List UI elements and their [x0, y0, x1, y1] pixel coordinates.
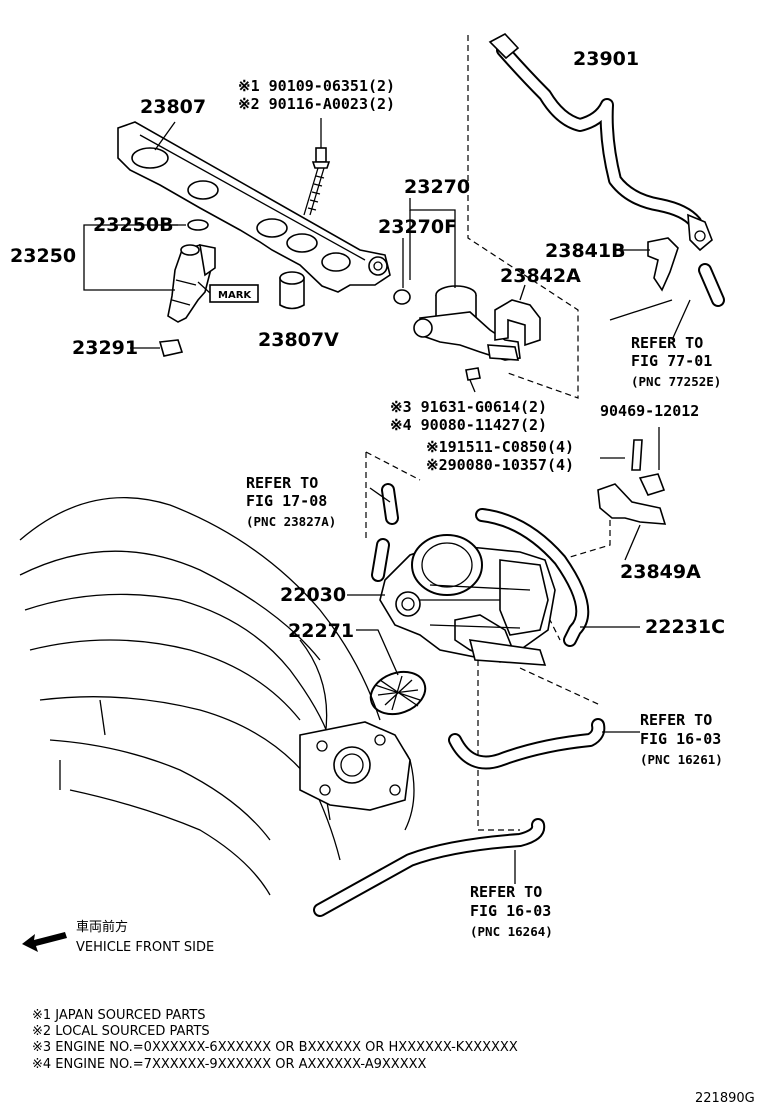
- lower-hoses: [313, 483, 606, 917]
- label-23270f: 23270F: [378, 216, 457, 238]
- ref-fig16a-line3: (PNC 16261): [640, 752, 723, 767]
- intake-manifold: [19, 497, 415, 896]
- hose-22231c: [475, 508, 590, 647]
- note-throttle-1: ※191511-C0850(4): [426, 438, 574, 456]
- ref-fig17-line1: REFER TO: [246, 474, 318, 492]
- footnote-legend: ※1 JAPAN SOURCED PARTS ※2 LOCAL SOURCED …: [32, 1008, 518, 1072]
- throttle-body-22030: [371, 534, 556, 666]
- note-23807-1: ※1 90109-06351(2): [238, 77, 395, 95]
- label-23291: 23291: [72, 337, 138, 359]
- label-23849a: 23849A: [620, 561, 701, 583]
- fuel-rail-23807: [117, 121, 391, 293]
- clamp-23842a: [494, 299, 541, 347]
- label-23250b: 23250B: [93, 214, 174, 236]
- ref-fig16b-line1: REFER TO: [470, 883, 542, 901]
- legend-line-1: ※1 JAPAN SOURCED PARTS: [32, 1008, 206, 1023]
- label-23270: 23270: [404, 176, 470, 198]
- pressure-regulator-23270: [413, 285, 521, 361]
- injector-23250: MARK: [167, 243, 259, 323]
- mark-label: MARK: [218, 290, 252, 301]
- label-22271: 22271: [288, 620, 354, 642]
- fuel-hose-23901: [488, 33, 725, 307]
- label-23901: 23901: [573, 48, 639, 70]
- ref-fig16a-line2: FIG 16-03: [640, 730, 721, 748]
- legend-line-3: ※3 ENGINE NO.=0XXXXXX-6XXXXXX OR BXXXXXX…: [32, 1040, 518, 1055]
- leader-lines: [83, 121, 691, 884]
- legend-line-2: ※2 LOCAL SOURCED PARTS: [32, 1024, 210, 1039]
- vehicle-front-indicator: 車両前方 VEHICLE FRONT SIDE: [22, 919, 214, 955]
- bracket-23849a: [597, 439, 667, 525]
- part-labels: 23901 23807 ※1 90109-06351(2) ※2 90116-A…: [10, 48, 725, 642]
- label-23250: 23250: [10, 245, 76, 267]
- insulator-23291: [158, 339, 184, 357]
- front-label-en: VEHICLE FRONT SIDE: [76, 940, 214, 955]
- label-22231c: 22231C: [645, 616, 725, 638]
- diagram-code: 221890G: [695, 1091, 755, 1106]
- dashed-boundaries: [365, 35, 611, 831]
- reference-labels: REFER TO FIG 77-01 (PNC 77252E) REFER TO…: [246, 334, 723, 939]
- ref-fig17-line3: (PNC 23827A): [246, 514, 336, 529]
- front-label-jp: 車両前方: [76, 919, 128, 935]
- o-ring-23270f: [393, 289, 411, 305]
- rail-bolt: [303, 118, 331, 216]
- ref-fig16a-line1: REFER TO: [640, 711, 712, 729]
- note-throttle-2: ※290080-10357(4): [426, 456, 574, 474]
- spacer-23807v: [279, 271, 305, 310]
- front-arrow-icon: [22, 932, 67, 952]
- ref-fig77-line2: FIG 77-01: [631, 352, 712, 370]
- ref-fig16b-line3: (PNC 16264): [470, 924, 553, 939]
- note-bolt-4: ※4 90080-11427(2): [390, 416, 547, 434]
- legend-line-4: ※4 ENGINE NO.=7XXXXXX-9XXXXXX OR AXXXXXX…: [32, 1057, 427, 1072]
- label-22030: 22030: [280, 584, 346, 606]
- o-ring-23250b: [187, 219, 209, 231]
- note-bolt-3: ※3 91631-G0614(2): [390, 398, 547, 416]
- label-90469: 90469-12012: [600, 402, 699, 420]
- note-23807-2: ※2 90116-A0023(2): [238, 95, 395, 113]
- regulator-bolt: [465, 367, 481, 393]
- ref-fig77-line3: (PNC 77252E): [631, 374, 721, 389]
- label-23842a: 23842A: [500, 265, 581, 287]
- gasket-22271: [369, 670, 427, 716]
- label-23807: 23807: [140, 96, 206, 118]
- clip-23841b: [647, 237, 679, 292]
- ref-fig16b-line2: FIG 16-03: [470, 902, 551, 920]
- ref-fig17-line2: FIG 17-08: [246, 492, 327, 510]
- ref-fig77-line1: REFER TO: [631, 334, 703, 352]
- label-23807v: 23807V: [258, 329, 339, 351]
- label-23841b: 23841B: [545, 240, 626, 262]
